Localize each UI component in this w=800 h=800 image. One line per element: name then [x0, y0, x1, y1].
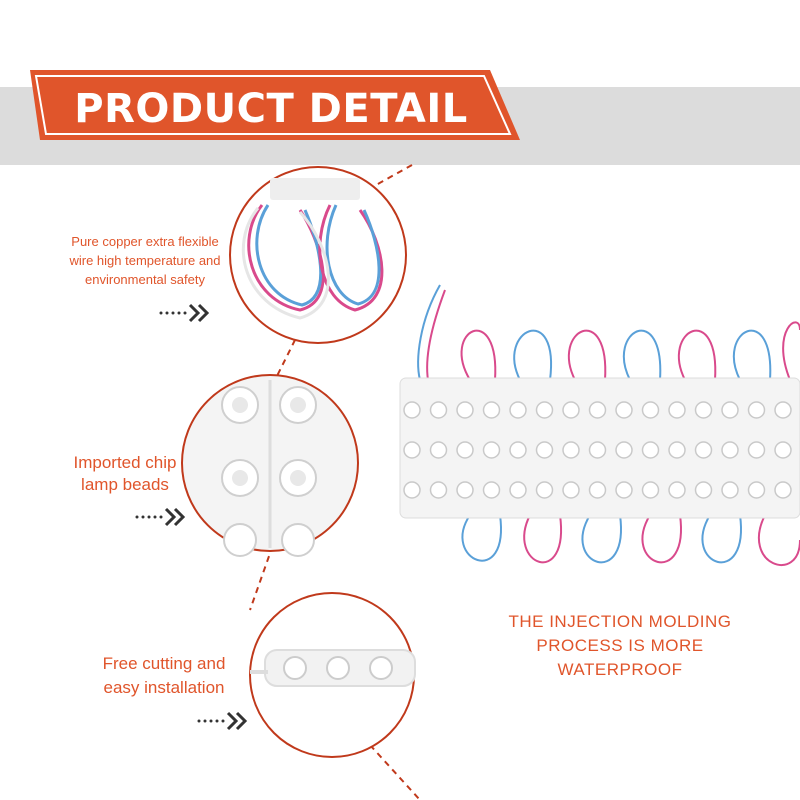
led-bead — [774, 401, 792, 419]
led-bead — [694, 401, 713, 419]
led-bead — [641, 441, 660, 459]
led-bead — [668, 401, 686, 419]
led-bead — [535, 401, 554, 419]
led-bead — [721, 441, 739, 459]
led-bead — [694, 441, 713, 459]
led-bead — [562, 481, 580, 499]
feature-chip: Imported chip lamp beads — [40, 452, 210, 496]
feature-wire: Pure copper extra flexible wire high tem… — [30, 232, 260, 289]
callout-line3: WATERPROOF — [557, 660, 683, 679]
page-title: PRODUCT DETAIL — [74, 86, 468, 132]
led-bead — [482, 441, 501, 459]
led-bead — [535, 441, 554, 459]
led-bead — [482, 401, 501, 419]
feature-chip-line2: lamp beads — [81, 475, 169, 494]
module-array-image — [399, 284, 800, 567]
led-bead — [403, 401, 421, 419]
led-bead — [615, 401, 633, 419]
module-strip-circle — [249, 592, 416, 758]
led-bead — [429, 441, 448, 459]
title-banner — [30, 70, 520, 140]
led-bead — [403, 481, 421, 499]
led-bead — [509, 481, 527, 499]
led-bead — [721, 481, 739, 499]
led-bead — [429, 481, 448, 499]
led-bead — [482, 481, 501, 499]
led-bead — [747, 441, 766, 459]
lamp-bead-circle — [181, 374, 359, 557]
arrow-icon — [197, 711, 248, 731]
feature-install: Free cutting and easy installation — [76, 652, 252, 700]
led-bead — [641, 481, 660, 499]
led-bead — [774, 481, 792, 499]
callout-line1: THE INJECTION MOLDING — [508, 612, 732, 631]
led-bead — [456, 481, 474, 499]
led-bead — [588, 441, 607, 459]
led-bead — [562, 401, 580, 419]
feature-wire-line3: environmental safety — [85, 272, 205, 287]
led-bead — [747, 401, 766, 419]
led-bead — [456, 441, 474, 459]
led-bead — [535, 481, 554, 499]
feature-install-line1: Free cutting and — [102, 654, 226, 673]
led-bead — [588, 481, 607, 499]
led-bead — [456, 401, 474, 419]
feature-wire-line2: wire high temperature and — [69, 253, 221, 268]
led-bead — [641, 401, 660, 419]
led-bead — [721, 401, 739, 419]
led-bead — [562, 441, 580, 459]
led-bead — [668, 441, 686, 459]
dashed-connector — [249, 164, 421, 800]
led-bead — [615, 481, 633, 499]
led-bead — [509, 441, 527, 459]
feature-wire-line1: Pure copper extra flexible — [71, 234, 219, 249]
led-bead — [403, 441, 421, 459]
led-bead — [694, 481, 713, 499]
led-bead — [429, 401, 448, 419]
arrow-icon — [135, 507, 186, 527]
led-bead — [588, 401, 607, 419]
led-bead — [615, 441, 633, 459]
led-bead — [747, 481, 766, 499]
led-bead — [774, 441, 792, 459]
wire-detail-circle — [229, 166, 407, 344]
callout-line2: PROCESS IS MORE — [536, 636, 704, 655]
feature-install-line2: easy installation — [103, 678, 225, 697]
led-bead — [509, 401, 527, 419]
waterproof-callout: THE INJECTION MOLDING PROCESS IS MORE WA… — [470, 610, 770, 682]
feature-chip-line1: Imported chip — [73, 453, 177, 472]
arrow-icon — [159, 303, 210, 323]
led-bead — [668, 481, 686, 499]
